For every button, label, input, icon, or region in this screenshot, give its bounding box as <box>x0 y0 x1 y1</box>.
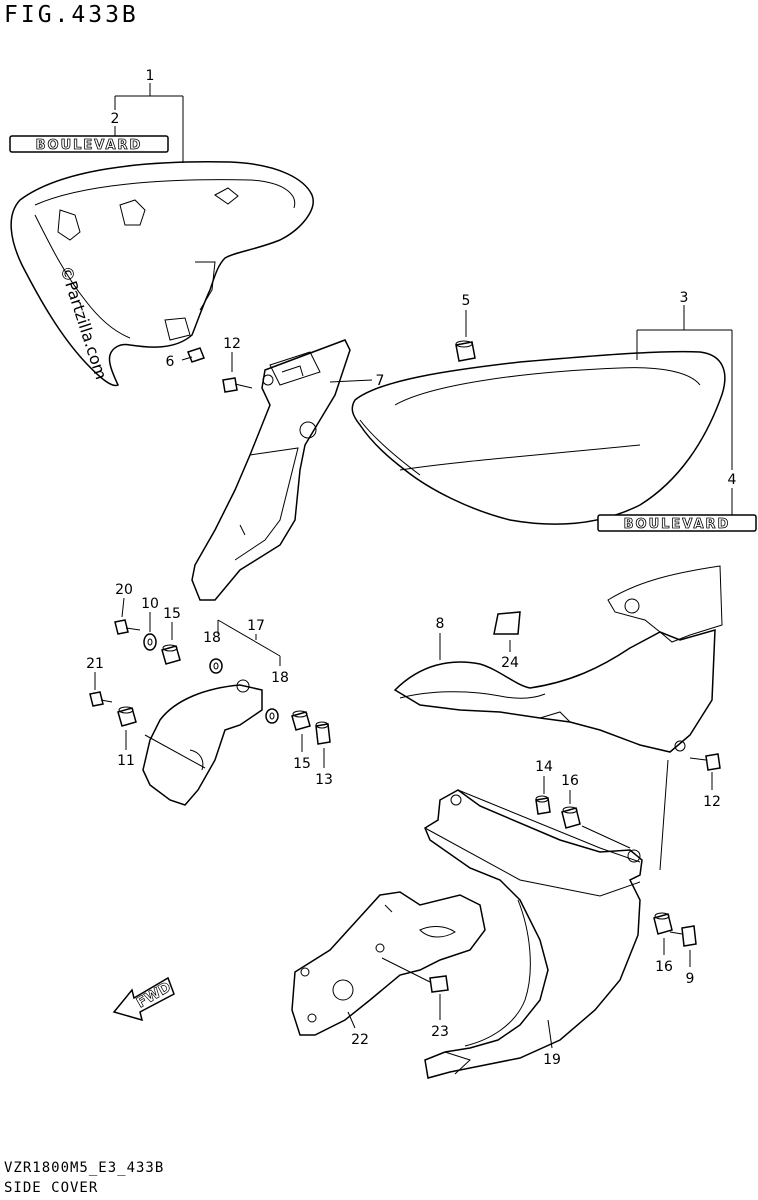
bolt-part-9[interactable] <box>669 925 697 947</box>
grommet-part-15-lower[interactable] <box>291 710 311 731</box>
callout-5: 5 <box>462 293 471 309</box>
callout-10: 10 <box>141 596 159 612</box>
callout-18-upper: 18 <box>203 630 221 646</box>
badge-text-left: BOULEVARD <box>36 138 143 153</box>
callout-9: 9 <box>686 971 695 987</box>
grommet-part-5[interactable] <box>455 340 476 362</box>
callout-12-upper: 12 <box>223 336 241 352</box>
callout-1: 1 <box>146 68 155 84</box>
forward-direction-arrow: FWD <box>112 976 175 1022</box>
callout-16-upper: 16 <box>561 773 579 789</box>
callout-24: 24 <box>501 655 519 671</box>
grommet-part-16-lower[interactable] <box>653 912 673 935</box>
callout-7: 7 <box>376 373 385 389</box>
grommet-part-11[interactable] <box>117 706 137 727</box>
group-name: SIDE COVER <box>4 1180 99 1196</box>
callout-11: 11 <box>117 753 135 769</box>
pad-part-24[interactable] <box>493 611 521 635</box>
callout-22: 22 <box>351 1032 369 1048</box>
grommet-part-16-upper[interactable] <box>561 806 581 829</box>
bolt-part-12-upper[interactable] <box>222 377 253 393</box>
bolt-part-23[interactable] <box>381 957 449 993</box>
callout-16-lower: 16 <box>655 959 673 975</box>
callout-14: 14 <box>535 759 553 775</box>
bolt-part-12-right[interactable] <box>689 753 721 771</box>
callout-15-upper: 15 <box>163 606 181 622</box>
callout-12-right: 12 <box>703 794 721 810</box>
side-cover-right-part-3[interactable] <box>351 350 726 525</box>
screw-part-21[interactable] <box>89 691 113 707</box>
fwd-label: FWD <box>134 979 174 1011</box>
model-code: VZR1800M5_E3_433B <box>4 1160 165 1176</box>
boulevard-emblem-part-4[interactable]: BOULEVARD <box>597 514 757 532</box>
callout-15-lower: 15 <box>293 756 311 772</box>
collar-part-13[interactable] <box>315 721 331 745</box>
callout-3: 3 <box>680 290 689 306</box>
cover-plate-part-17[interactable] <box>142 679 263 806</box>
callout-17: 17 <box>247 618 265 634</box>
callout-2: 2 <box>111 111 120 127</box>
callout-21: 21 <box>86 656 104 672</box>
boulevard-emblem-part-2[interactable]: BOULEVARD <box>9 135 169 153</box>
lower-cover-part-8[interactable] <box>393 565 723 753</box>
grommet-part-15-upper[interactable] <box>161 644 181 665</box>
callout-4: 4 <box>728 472 737 488</box>
bracket-part-7[interactable] <box>191 339 351 601</box>
washer-part-18-lower[interactable] <box>265 708 279 724</box>
screw-part-20[interactable] <box>114 619 141 635</box>
collar-part-14[interactable] <box>535 795 551 815</box>
callout-23: 23 <box>431 1024 449 1040</box>
callout-18-lower: 18 <box>271 670 289 686</box>
washer-part-10[interactable] <box>143 633 157 651</box>
callout-6: 6 <box>166 354 175 370</box>
badge-text-right: BOULEVARD <box>624 517 731 532</box>
callout-13: 13 <box>315 772 333 788</box>
mounting-plate-part-22[interactable] <box>291 891 486 1036</box>
screw-part-6[interactable] <box>181 347 205 363</box>
side-cover-left-part-1[interactable]: ©Partzilla.com <box>10 161 314 387</box>
figure-title: FIG.433B <box>4 2 139 28</box>
callout-19: 19 <box>543 1052 561 1068</box>
callout-20: 20 <box>115 582 133 598</box>
callout-8: 8 <box>436 616 445 632</box>
washer-part-18-upper[interactable] <box>209 658 223 674</box>
frame-cover-bracket-part-19[interactable] <box>424 789 643 1079</box>
